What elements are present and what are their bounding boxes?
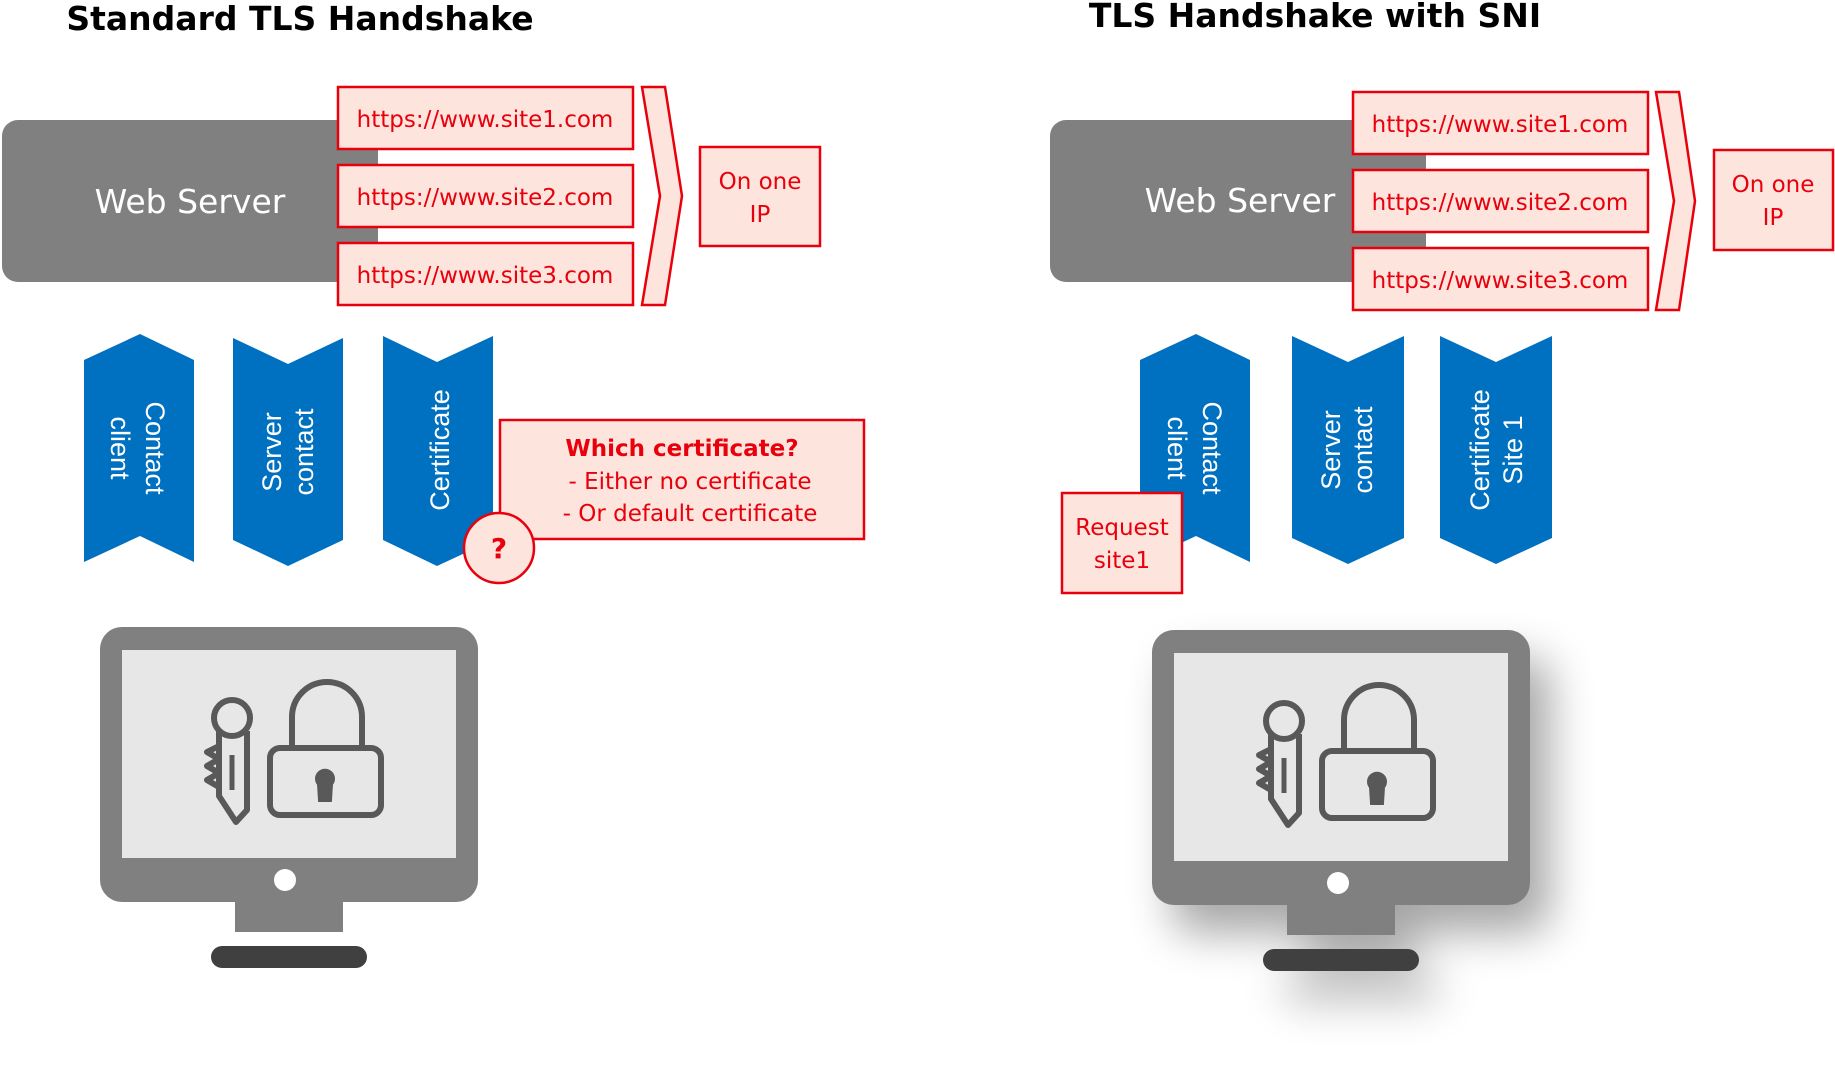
left-web-server: Web Server <box>2 120 378 282</box>
left-site-3: https://www.site3.com <box>336 241 635 307</box>
left-site-2: https://www.site2.com <box>336 163 635 229</box>
svg-text:?: ? <box>491 532 507 565</box>
left-web-server-label: Web Server <box>95 182 286 221</box>
svg-text:- Or default certificate: - Or default certificate <box>563 501 818 527</box>
svg-text:Server: Server <box>257 412 287 492</box>
right-monitor-icon <box>1152 630 1530 971</box>
svg-text:Server: Server <box>1316 410 1346 490</box>
right-site-1: https://www.site1.com <box>1351 90 1650 156</box>
svg-text:client: client <box>105 416 135 480</box>
left-arrow-certificate: Certificate <box>383 336 493 566</box>
right-bracket-chevron <box>1654 90 1697 312</box>
svg-text:https://www.site1.com: https://www.site1.com <box>357 107 614 133</box>
padlock-icon <box>1319 682 1436 821</box>
question-mark-icon: ? <box>462 511 536 585</box>
callout-heading: Which certificate? <box>565 436 798 462</box>
left-ip-note: On one IP <box>698 145 822 248</box>
panel-sni-tls: TLS Handshake with SNI Web Server https:… <box>1050 0 1835 971</box>
svg-text:IP: IP <box>1763 205 1784 231</box>
svg-text:https://www.site2.com: https://www.site2.com <box>1372 190 1629 216</box>
left-bracket-chevron <box>640 85 684 307</box>
left-certificate-callout: Which certificate? - Either no certifica… <box>498 418 866 541</box>
left-arrow-contact-client: Contact client <box>84 334 194 562</box>
left-arrow-server-contact: Server contact <box>233 338 343 566</box>
svg-text:Site 1: Site 1 <box>1498 415 1528 484</box>
svg-text:Request: Request <box>1075 515 1168 541</box>
svg-text:- Either no certificate: - Either no certificate <box>568 469 811 495</box>
svg-text:On one: On one <box>719 169 802 195</box>
svg-text:Certificate: Certificate <box>1465 389 1495 511</box>
svg-text:site1: site1 <box>1094 548 1150 574</box>
svg-text:https://www.site1.com: https://www.site1.com <box>1372 112 1629 138</box>
svg-text:https://www.site2.com: https://www.site2.com <box>357 185 614 211</box>
svg-text:On one: On one <box>1732 172 1815 198</box>
svg-text:Contact: Contact <box>140 401 170 495</box>
padlock-icon <box>267 679 384 818</box>
right-request-note: Request site1 <box>1060 491 1184 595</box>
right-web-server: Web Server <box>1050 120 1426 282</box>
left-monitor-icon <box>100 627 478 968</box>
right-arrow-server-contact: Server contact <box>1292 336 1404 564</box>
right-arrow-certificate-site1: Certificate Site 1 <box>1440 336 1552 564</box>
right-site-2: https://www.site2.com <box>1351 168 1650 234</box>
panel-standard-tls: Standard TLS Handshake Web Server https:… <box>2 0 866 968</box>
svg-text:contact: contact <box>289 408 319 496</box>
key-icon <box>1256 700 1305 828</box>
svg-text:Certificate: Certificate <box>425 389 455 511</box>
right-site-3: https://www.site3.com <box>1351 246 1650 312</box>
left-title: Standard TLS Handshake <box>66 0 533 38</box>
svg-text:Contact: Contact <box>1197 401 1227 495</box>
right-site-list: https://www.site1.com https://www.site2.… <box>1351 90 1650 312</box>
right-web-server-label: Web Server <box>1145 181 1336 220</box>
svg-text:contact: contact <box>1348 406 1378 494</box>
svg-text:https://www.site3.com: https://www.site3.com <box>357 263 614 289</box>
right-title: TLS Handshake with SNI <box>1089 0 1541 35</box>
right-ip-note: On one IP <box>1712 148 1835 252</box>
left-site-list: https://www.site1.com https://www.site2.… <box>336 85 635 307</box>
svg-text:client: client <box>1162 416 1192 480</box>
svg-text:https://www.site3.com: https://www.site3.com <box>1372 268 1629 294</box>
svg-text:IP: IP <box>750 202 771 228</box>
key-icon <box>204 697 253 825</box>
left-site-1: https://www.site1.com <box>336 85 635 151</box>
